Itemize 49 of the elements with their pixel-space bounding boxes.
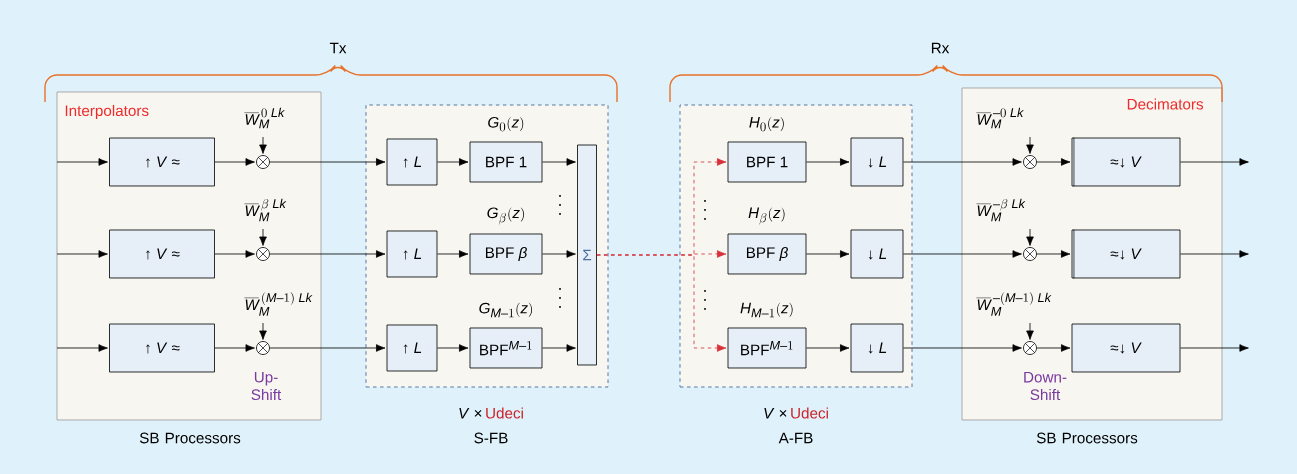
block: ↑ L [386,230,438,278]
block: ↑ L [386,324,438,372]
block: ≈↓ V [1071,323,1181,373]
panel-caption: SB Processors [139,432,241,444]
filter-bank-caption: A-FB [778,432,813,444]
brace-label: Tx [329,42,347,54]
signal-label: $\overline{W}_{M}^{\,-\beta\;Lk}$ [976,198,1026,222]
block: $\mathrm{BPF}^{M-1}$ [469,327,543,369]
block: $\mathrm{BPF}^{M-1}$ [727,327,807,369]
brace-label: Rx [931,42,950,54]
shift-label: Down- Shift [1024,371,1067,401]
multiplier-circle [1023,155,1037,169]
block: ↓ L [850,229,904,279]
block: ↑ L [386,138,438,186]
filter-bank-caption: V × Udeci [459,407,523,419]
signal-label: $\overline{W}_{M}^{\,-(M-1)\;Lk}$ [976,292,1052,316]
signal-label: $\overline{W}_{M}^{\,-0\;Lk}$ [976,107,1024,129]
panel-heading: Decimators [1127,98,1204,110]
shift-label: Up- Shift [251,371,282,401]
signal-label: $\overline{W}_{M}^{\,(M-1)\;Lk}$ [244,292,313,316]
block: ↑ V ≈ [109,229,215,279]
panel-heading: Interpolators [65,104,149,120]
multiplier-circle [256,341,270,355]
multiplier-circle [1023,341,1037,355]
block: ≈↓ V [1071,137,1181,187]
signal-label: $\overline{W}_{M}^{\,0\;Lk}$ [244,107,285,129]
block: ↓ L [850,137,904,187]
multiplier-circle [1023,247,1037,261]
filter-bank-caption: S-FB [474,432,508,444]
block: BPF 1 [727,141,807,183]
panel-caption: SB Processors [1036,432,1138,444]
signal-label: $G_{\beta}(z)$ [487,207,524,225]
block: BPF β [469,233,543,275]
summer-bar: Σ [577,144,597,366]
multiplier-circle [256,247,270,261]
signal-label: $\overline{W}_{M}^{\,\beta\;Lk}$ [244,198,287,222]
block: ≈↓ V [1071,229,1181,279]
block: BPF β [727,233,807,275]
filter-bank-caption: V × Udeci [764,407,828,419]
signal-label: $H_{0}(z)$ [749,116,784,132]
block: ↓ L [850,323,904,373]
block: BPF 1 [469,141,543,183]
signal-label: $G_{0}(z)$ [488,116,524,132]
block: ↑ V ≈ [109,137,215,187]
block: ↑ V ≈ [109,323,215,373]
signal-label: $H_{\beta}(z)$ [748,207,785,225]
signal-label: $H_{M-1}(z)$ [740,302,793,318]
signal-label: $G_{M-1}(z)$ [479,302,532,318]
multiplier-circle [256,155,270,169]
